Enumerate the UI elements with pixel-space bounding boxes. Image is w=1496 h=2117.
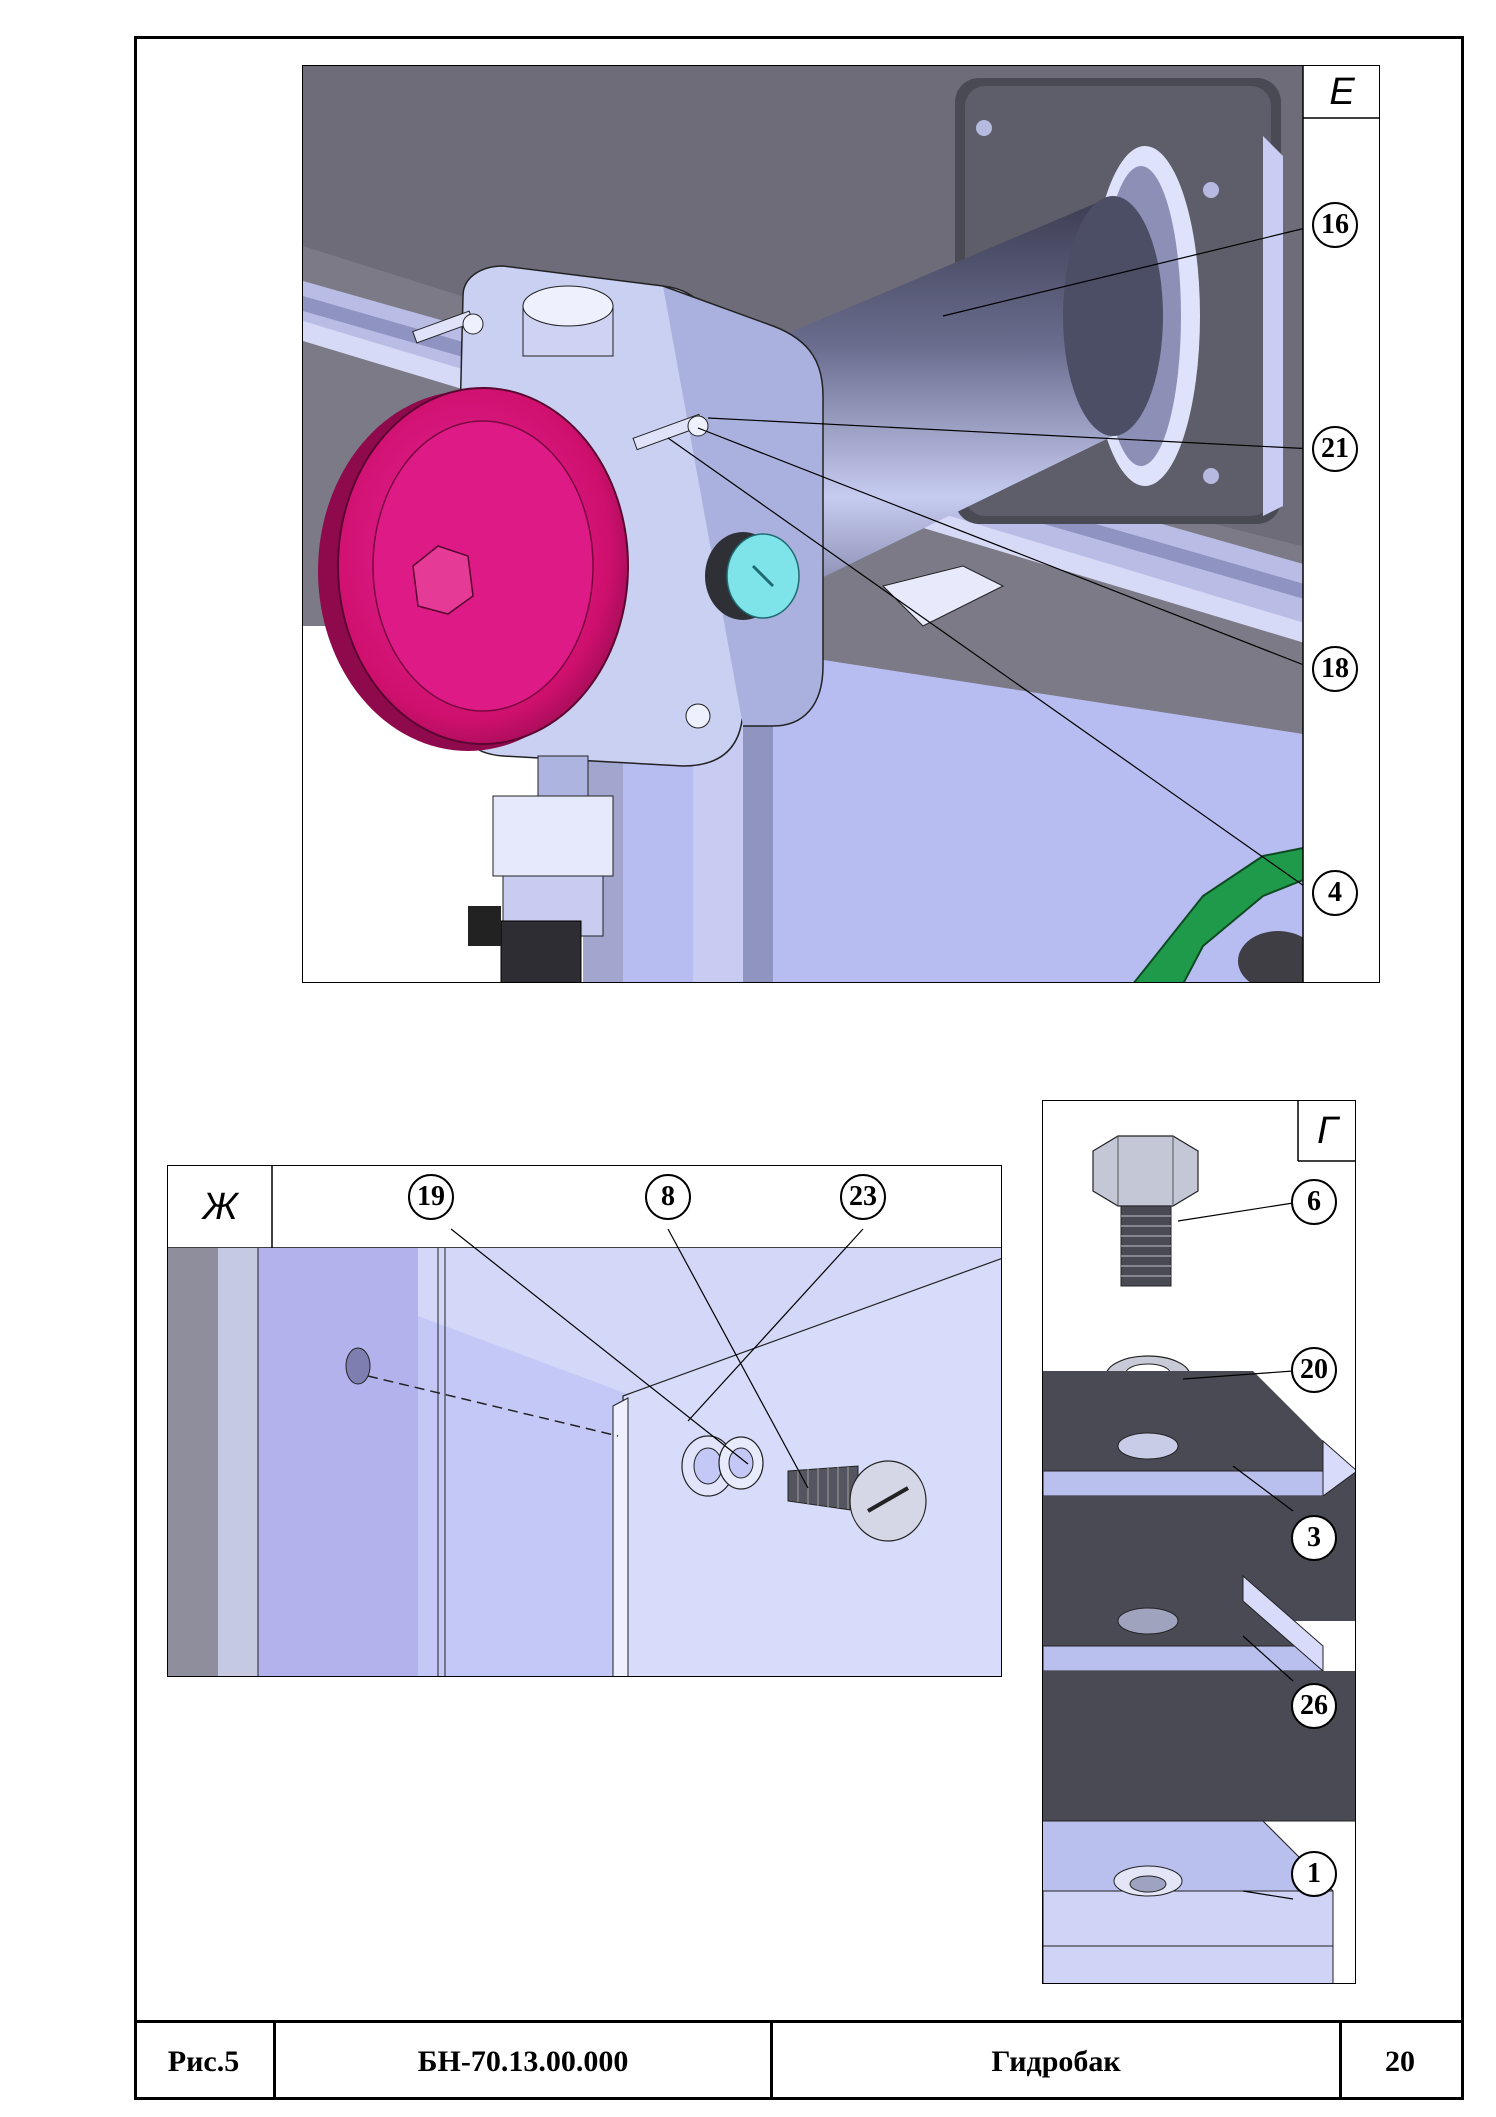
- page-number: 20: [1385, 2044, 1415, 2078]
- view-zh: Ж 19 8 23: [167, 1165, 1002, 1677]
- view-e-letter: Е: [1329, 70, 1355, 113]
- view-zh-illustration: [168, 1166, 1001, 1676]
- title-block: Рис.5 БН-70.13.00.000 Гидробак 20: [134, 2020, 1464, 2100]
- callout-20: 20: [1291, 1347, 1337, 1393]
- view-zh-letter: Ж: [202, 1185, 238, 1228]
- view-e-illustration: [303, 66, 1379, 982]
- callout-18: 18: [1312, 646, 1358, 692]
- drawing-frame: [134, 36, 1464, 2100]
- callout-1: 1: [1291, 1851, 1337, 1897]
- callout-19: 19: [408, 1174, 454, 1220]
- figure-number: Рис.5: [134, 2023, 276, 2100]
- callout-26: 26: [1291, 1683, 1337, 1729]
- view-g-letter: Г: [1317, 1109, 1338, 1152]
- callout-21: 21: [1312, 426, 1358, 472]
- callout-6: 6: [1291, 1179, 1337, 1225]
- view-g-illustration: [1043, 1101, 1355, 1983]
- callout-3: 3: [1291, 1515, 1337, 1561]
- callout-23: 23: [840, 1174, 886, 1220]
- callout-16: 16: [1312, 202, 1358, 248]
- callout-8: 8: [645, 1174, 691, 1220]
- view-e: Е 16 21 18 4: [302, 65, 1380, 983]
- drawing-designation: БН-70.13.00.000: [276, 2023, 773, 2100]
- drawing-name: Гидробак: [773, 2023, 1342, 2100]
- callout-4: 4: [1312, 870, 1358, 916]
- view-g: Г 6 20 3 26 1: [1042, 1100, 1356, 1984]
